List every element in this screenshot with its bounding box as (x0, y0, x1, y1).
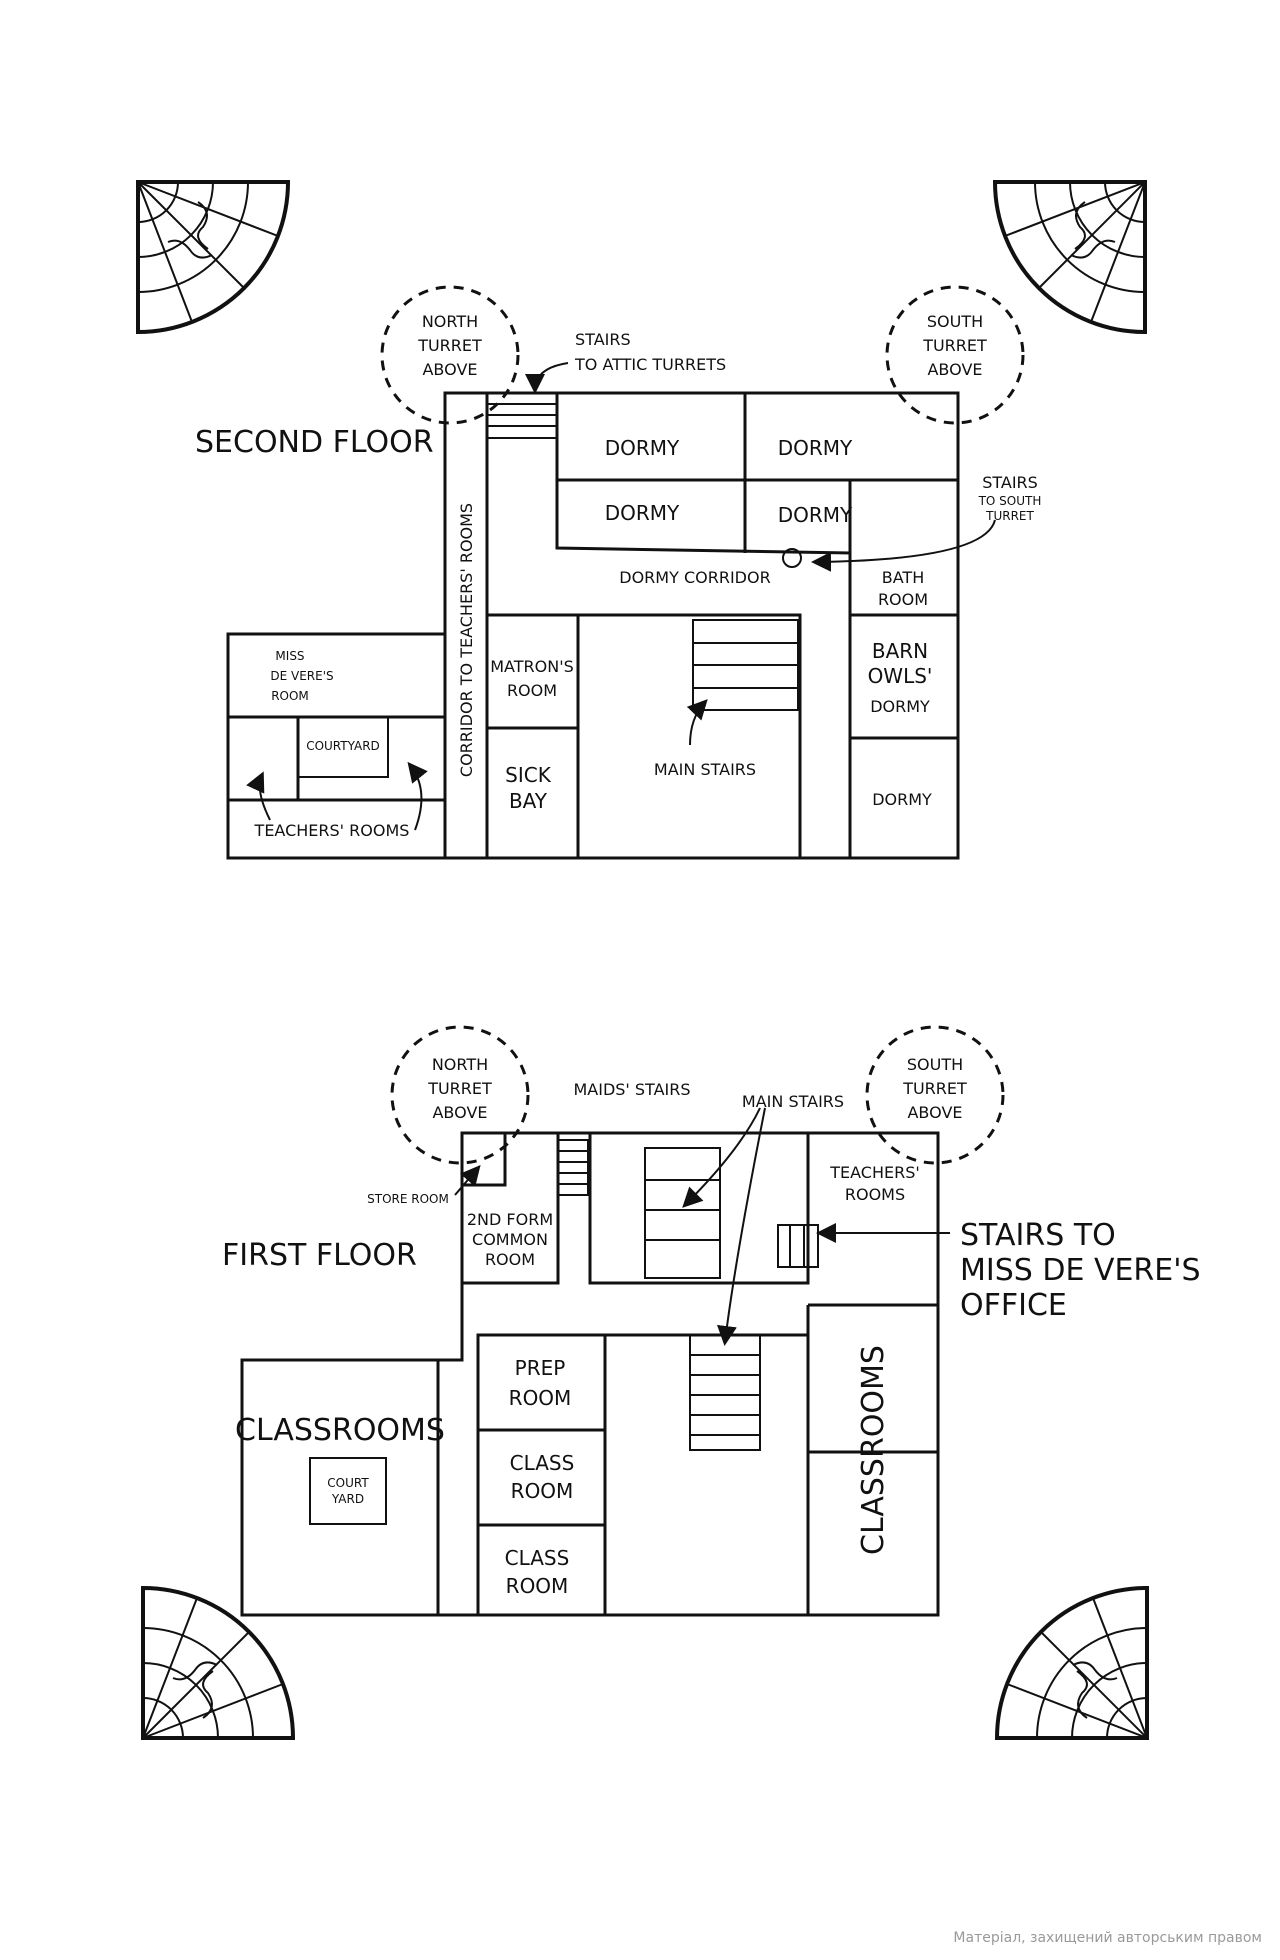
teachers-rooms-label-2f: TEACHERS' ROOMS (254, 821, 410, 840)
svg-text:ROOM: ROOM (878, 590, 928, 609)
first-floor-title: FIRST FLOOR (222, 1238, 417, 1273)
dormy-3: DORMY (605, 501, 680, 525)
svg-text:ROOMS: ROOMS (845, 1185, 905, 1204)
dormy-1: DORMY (605, 436, 680, 460)
sick-bay-label: SICK (505, 763, 552, 787)
south-turret-label: SOUTH (927, 312, 983, 331)
matron-label: MATRON'S (490, 657, 574, 676)
classrooms-label-left: CLASSROOMS (235, 1413, 445, 1448)
corridor-teachers-label: CORRIDOR TO TEACHERS' ROOMS (457, 503, 476, 777)
maids-stairs-label: MAIDS' STAIRS (573, 1080, 690, 1099)
dormy-5: DORMY (872, 790, 932, 809)
svg-text:OFFICE: OFFICE (960, 1288, 1067, 1323)
court-yard-label: COURT (327, 1476, 369, 1490)
store-room-label: STORE ROOM (367, 1192, 449, 1206)
corner-fan-top-left (136, 180, 290, 334)
svg-text:DE VERE'S: DE VERE'S (270, 669, 333, 683)
teachers-rooms-label-1f: TEACHERS' (829, 1163, 920, 1182)
copyright-footer: Матеріал, захищений авторським правом (953, 1930, 1262, 1946)
south-turret-label-1f: SOUTH (907, 1055, 963, 1074)
north-turret-label-1f: NORTH (432, 1055, 488, 1074)
corner-fan-top-right (993, 180, 1147, 334)
main-stairs-label-1f: MAIN STAIRS (742, 1092, 844, 1111)
barn-owls-label: BARN (872, 639, 928, 663)
courtyard-label-2f: COURTYARD (306, 739, 380, 753)
svg-text:TO ATTIC TURRETS: TO ATTIC TURRETS (574, 355, 726, 374)
svg-text:ROOM: ROOM (506, 1574, 569, 1598)
svg-text:TO SOUTH: TO SOUTH (978, 494, 1042, 508)
svg-text:BAY: BAY (509, 789, 548, 813)
svg-text:ROOM: ROOM (511, 1479, 574, 1503)
bath-room-label: BATH (882, 568, 924, 587)
svg-text:ROOM: ROOM (509, 1386, 572, 1410)
svg-text:DORMY: DORMY (870, 697, 930, 716)
svg-text:OWLS': OWLS' (868, 664, 933, 688)
svg-text:ROOM: ROOM (485, 1250, 535, 1269)
classrooms-label-right: CLASSROOMS (856, 1345, 891, 1555)
svg-text:YARD: YARD (331, 1492, 364, 1506)
svg-text:ROOM: ROOM (507, 681, 557, 700)
svg-text:TURRET: TURRET (985, 509, 1034, 523)
corner-fan-bottom-left (141, 1586, 295, 1740)
svg-text:MISS DE VERE'S: MISS DE VERE'S (960, 1253, 1201, 1288)
class-room-label-2: CLASS (505, 1546, 570, 1570)
class-room-label-1: CLASS (510, 1451, 575, 1475)
svg-text:COMMON: COMMON (472, 1230, 548, 1249)
miss-de-vere-label: MISS (275, 649, 304, 663)
dormy-corridor-label: DORMY CORRIDOR (619, 568, 770, 587)
dormy-2: DORMY (778, 436, 853, 460)
north-turret-label: NORTH (422, 312, 478, 331)
corner-fan-bottom-right (995, 1586, 1149, 1740)
second-floor-title: SECOND FLOOR (195, 425, 434, 460)
svg-text:ROOM: ROOM (271, 689, 309, 703)
dormy-4: DORMY (778, 503, 853, 527)
stairs-office-label: STAIRS TO (960, 1218, 1116, 1253)
prep-room-label: PREP (515, 1356, 566, 1380)
common-room-label: 2ND FORM (467, 1210, 553, 1229)
stairs-south-label: STAIRS (982, 473, 1038, 492)
stairs-attic-label: STAIRS (575, 330, 631, 349)
main-stairs-label-2f: MAIN STAIRS (654, 760, 756, 779)
